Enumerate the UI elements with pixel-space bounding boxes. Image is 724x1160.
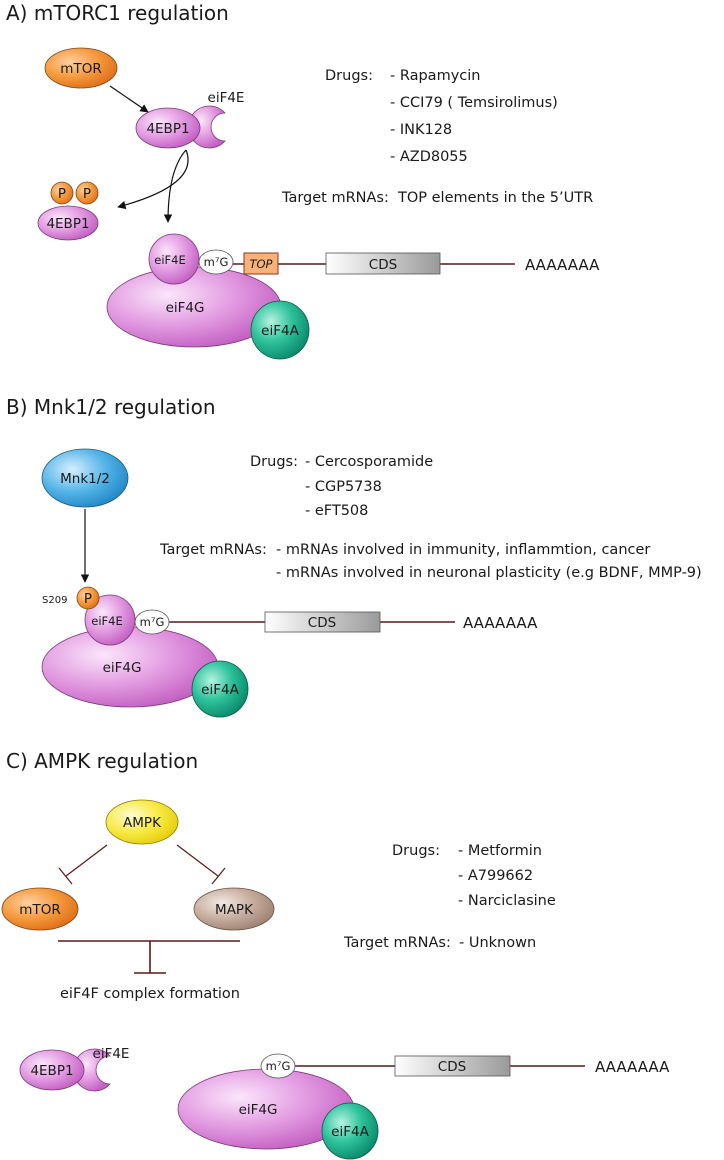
cap-b: [134, 609, 170, 635]
cds-label-c: CDS: [438, 1059, 466, 1075]
4ebp1-c-label: 4EBP1: [30, 1063, 73, 1079]
panel-b: B) Mnk1/2 regulation Mnk1/2 Drugs: - Cer…: [6, 395, 702, 718]
4ebp1-node: 4EBP1: [135, 107, 201, 149]
eif4a-a-label: eiF4A: [261, 323, 299, 339]
eif4a-c: [321, 1102, 379, 1160]
4ebp1-c: [19, 1049, 85, 1091]
drug-c-3: - Narciclasine: [458, 893, 556, 909]
mapk-node: MAPK: [193, 887, 275, 931]
eif4f-inhibition: [58, 940, 240, 974]
panel-a: A) mTORC1 regulation mTOR eiF4E 4EBP1 P …: [6, 1, 600, 360]
mtor-label: mTOR: [60, 61, 101, 77]
phospho-s209-label: P: [84, 591, 92, 607]
target-c-value: - Unknown: [459, 935, 536, 951]
top-label: TOP: [249, 257, 272, 271]
inhibit-mapk: [176, 844, 226, 885]
eif4e-top-label: eiF4E: [208, 90, 245, 106]
eif4e-pacman-top: [188, 105, 226, 149]
inhibit-mtor: [58, 844, 108, 885]
drugs-b-label: Drugs:: [250, 454, 298, 470]
target-a-label: Target mRNAs:: [281, 190, 389, 206]
drug-b-3: - eFT508: [305, 503, 368, 519]
cds-label-a: CDS: [369, 257, 397, 273]
cds-box-b: [264, 611, 381, 633]
eif4g-c-label: eiF4G: [239, 1102, 278, 1118]
panel-b-title: B) Mnk1/2 regulation: [6, 395, 216, 419]
drugs-c-label: Drugs:: [392, 843, 440, 859]
mtor-arrow: [109, 85, 149, 113]
top-box: [243, 252, 279, 275]
phospho-label-1: P: [58, 186, 66, 202]
mtor-node-c: mTOR: [1, 887, 79, 931]
polya-b: AAAAAAA: [463, 614, 538, 632]
drug-a-3: - INK128: [390, 122, 452, 138]
panel-a-title: A) mTORC1 regulation: [6, 1, 229, 25]
drug-b-2: - CGP5738: [305, 479, 382, 495]
panel-c-title: C) AMPK regulation: [6, 749, 198, 773]
arrow-to-phospho-4ebp1: [117, 149, 189, 210]
eif4g-b-label: eiF4G: [103, 660, 142, 676]
phospho-4ebp1: P P 4EBP1: [37, 181, 99, 241]
cds-box-c: [394, 1055, 511, 1077]
4ebp1-p-label: 4EBP1: [46, 216, 89, 232]
target-b-1: - mRNAs involved in immunity, inflammtio…: [276, 542, 650, 558]
drugs-b: Drugs: - Cercosporamide - CGP5738 - eFT5…: [159, 454, 702, 581]
translation-complex-b: CDS AAAAAAA eiF4G eiF4E m⁷G eiF4A P S209: [41, 586, 538, 718]
eif4a-c-label: eiF4A: [331, 1124, 369, 1140]
eif4e-c-label: eiF4E: [93, 1046, 130, 1062]
eif4e-pacman-c: [73, 1048, 111, 1092]
eif4e-a: [148, 233, 200, 285]
polya-c: AAAAAAA: [595, 1058, 670, 1076]
phospho-label-2: P: [83, 186, 91, 202]
target-b-2: - mRNAs involved in neuronal plasticity …: [276, 565, 702, 581]
drug-a-2: - CCI79 ( Temsirolimus): [390, 95, 558, 111]
drug-a-1: - Rapamycin: [390, 68, 480, 84]
mapk-label: MAPK: [215, 902, 254, 918]
drugs-a: Drugs: - Rapamycin - CCI79 ( Temsirolimu…: [281, 68, 593, 206]
ampk-label: AMPK: [123, 815, 162, 831]
cap-b-label: m⁷G: [140, 615, 165, 629]
cap-a: [198, 249, 234, 275]
eif4e-b-label: eiF4E: [91, 614, 122, 628]
translation-complex-a: TOP CDS AAAAAAA eiF4G eiF4E m⁷G eiF4A: [106, 233, 600, 360]
drug-a-4: - AZD8055: [390, 149, 468, 165]
cap-a-label: m⁷G: [204, 255, 229, 269]
cds-label-b: CDS: [308, 615, 336, 631]
target-b-label: Target mRNAs:: [159, 542, 267, 558]
drug-b-1: - Cercosporamide: [305, 454, 433, 470]
mtor-c-label: mTOR: [19, 902, 60, 918]
target-c-label: Target mRNAs:: [343, 935, 451, 951]
free-4ebp1-eif4e: eiF4E 4EBP1: [19, 1046, 130, 1092]
arrow-to-complex: [163, 149, 187, 223]
polya-a: AAAAAAA: [525, 256, 600, 274]
eif4g-a-label: eiF4G: [166, 300, 205, 316]
drugs-a-label: Drugs:: [325, 68, 373, 84]
mtor-node: mTOR: [44, 47, 118, 89]
cds-box-a: [325, 252, 441, 275]
cap-c-label: m⁷G: [266, 1059, 291, 1073]
4ebp1-label: 4EBP1: [146, 121, 189, 137]
cap-c: [260, 1053, 296, 1079]
target-a-value: TOP elements in the 5’UTR: [397, 190, 593, 206]
eif4f-label: eiF4F complex formation: [60, 986, 240, 1002]
ampk-node: AMPK: [105, 799, 179, 845]
eif4a-b: [191, 660, 249, 718]
eif4a-b-label: eiF4A: [201, 682, 239, 698]
drugs-c: Drugs: - Metformin - A799662 - Narciclas…: [343, 843, 556, 951]
mnk-node: Mnk1/2: [41, 448, 129, 508]
eif4e-a-label: eiF4E: [154, 253, 185, 267]
drug-c-1: - Metformin: [458, 843, 542, 859]
mnk-label: Mnk1/2: [60, 471, 110, 487]
drug-c-2: - A799662: [458, 868, 533, 884]
translation-complex-c: CDS AAAAAAA eiF4G m⁷G eiF4A: [177, 1053, 670, 1160]
phospho-s209: [76, 586, 100, 610]
panel-c: C) AMPK regulation AMPK mTOR MAPK eiF4F …: [1, 749, 670, 1160]
s209-label: S209: [42, 595, 67, 606]
eif4a-a: [250, 300, 310, 360]
